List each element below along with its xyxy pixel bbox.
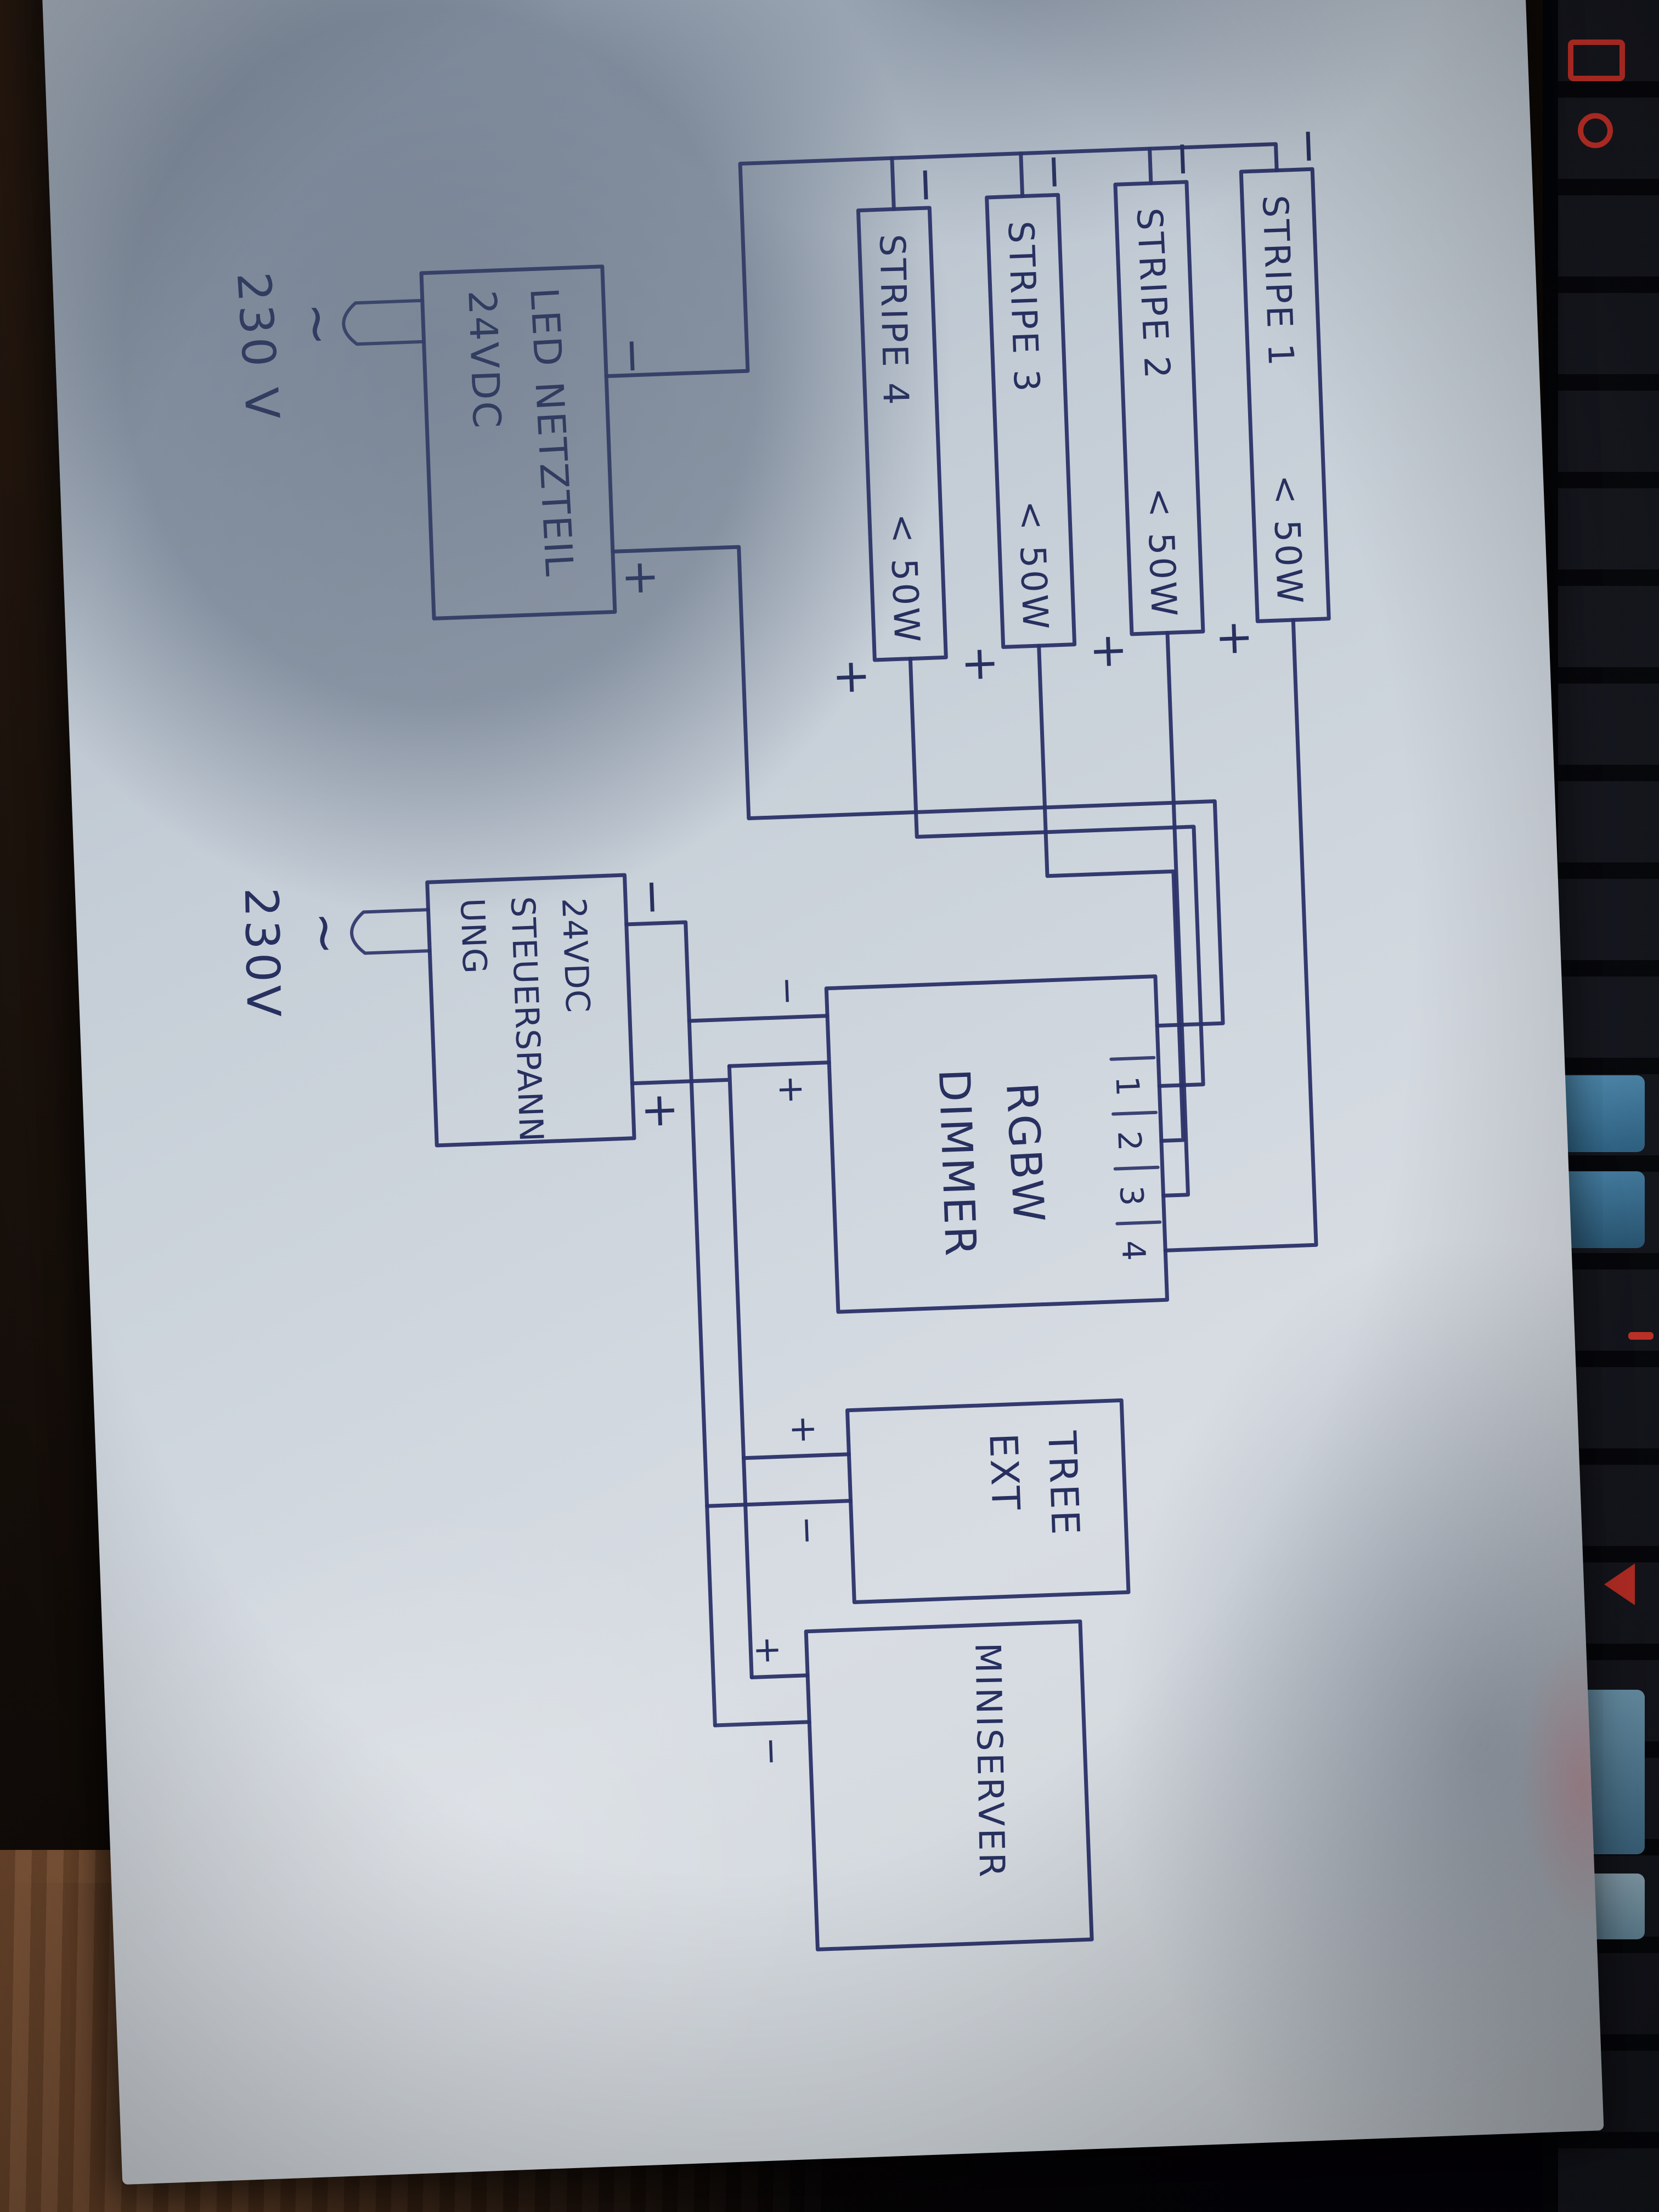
miniserver-minus-label: − <box>751 1736 792 1767</box>
stripe-2-minus-stub-wire <box>1148 146 1153 185</box>
wiring-diagram-svg: LED NETZTEIL 24VDC − + ~ 230 V 24VDC STE… <box>227 126 1338 1951</box>
dimmer-channel-2-label: 2 <box>1110 1130 1148 1152</box>
stripe-3-minus-label: − <box>1028 151 1084 192</box>
dimmer-plus-tap-wire <box>727 1060 831 1068</box>
control-minus-rail-wire <box>624 920 717 1728</box>
stripe-4-plus-label: + <box>825 657 881 698</box>
ctrl-psu-label-line3: UNG <box>453 898 494 975</box>
stripe-1-name: STRIPE 1 <box>1254 194 1301 369</box>
stripe-2-plus-label: + <box>1082 631 1138 672</box>
led-psu-plus-terminal-label: + <box>614 558 669 599</box>
miniserver-box <box>804 1619 1094 1951</box>
stripe-4-minus-stub-wire <box>890 156 896 211</box>
miniserver-label: MINISERVER <box>967 1642 1012 1880</box>
ctrl-psu-plus-terminal-label: + <box>634 1091 689 1131</box>
stripe-4-name: STRIPE 4 <box>871 234 916 408</box>
dimmer-channel-4-label: 4 <box>1115 1240 1153 1261</box>
dimmer-ctrl-minus-label: − <box>766 975 808 1006</box>
ctrl-psu-label-line2: STEUERSPANN <box>503 896 550 1143</box>
dimmer-channel-1-label: 1 <box>1109 1075 1147 1097</box>
dimmer-label-line2: DIMMER <box>929 1068 985 1259</box>
led-psu-minus-terminal-label: − <box>606 336 662 376</box>
miniserver-plus-tap-wire <box>749 1673 810 1679</box>
stripe-2-power: < 50W <box>1138 487 1184 619</box>
tree-ext-box <box>845 1398 1131 1605</box>
ctrl-psu-label-line1: 24VDC <box>554 897 597 1014</box>
red-key-legend <box>1568 40 1625 81</box>
led-psu-label-line2: 24VDC <box>459 289 509 431</box>
stripe-3-channel-wire <box>1037 644 1186 1143</box>
stripe-2-minus-label: − <box>1156 139 1212 179</box>
stripe-3-plus-label: + <box>954 644 1009 685</box>
control-plus-rail-wire <box>630 1064 754 1679</box>
blue-keycap <box>1558 1171 1645 1248</box>
ctrl-psu-minus-terminal-label: − <box>626 877 681 917</box>
tree-ext-plus-label: + <box>783 1414 825 1445</box>
miniserver-plus-label: + <box>747 1635 788 1666</box>
stripe-4-minus-label: − <box>899 165 955 205</box>
ctrl-psu-mains-voltage: 230V <box>234 887 291 1021</box>
tree-ext-plus-tap-wire <box>742 1452 851 1460</box>
stripe-3-name: STRIPE 3 <box>1000 220 1046 394</box>
ctrl-mains-leads <box>350 908 432 955</box>
stripe-3-minus-stub-wire <box>1019 151 1025 199</box>
led-psu-mains-voltage: 230 V <box>227 270 290 424</box>
stripe-2-name: STRIPE 2 <box>1128 207 1177 381</box>
tree-ext-minus-label: − <box>787 1515 828 1545</box>
red-key-legend <box>1578 113 1613 148</box>
psu-mains-leads <box>342 298 426 346</box>
stripe-1-plus-label: + <box>1208 618 1263 659</box>
dimmer-label-line1: RGBW <box>996 1081 1053 1226</box>
ctrl-psu-ac-symbol: ~ <box>294 910 357 956</box>
stripe-1-power: < 50W <box>1265 474 1310 606</box>
tree-ext-label-line1: TREE <box>1039 1430 1088 1537</box>
paper-sheet: LED NETZTEIL 24VDC − + ~ 230 V 24VDC STE… <box>41 0 1604 2185</box>
wiring-diagram: LED NETZTEIL 24VDC − + ~ 230 V 24VDC STE… <box>46 2 1600 2085</box>
tree-ext-minus-tap-wire <box>705 1499 853 1508</box>
dimmer-minus-tap-wire <box>687 1014 830 1023</box>
led-psu-label-line1: LED NETZTEIL <box>521 286 582 579</box>
red-arrow-key-icon <box>1604 1564 1635 1605</box>
stripe-4-power: < 50W <box>882 513 927 645</box>
miniserver-minus-tap-wire <box>713 1720 811 1728</box>
stripe-1-minus-label: − <box>1282 126 1338 166</box>
tree-ext-label-line2: EXT <box>980 1432 1028 1513</box>
stripe-3-power: < 50W <box>1010 500 1056 632</box>
red-key-legend <box>1628 1332 1654 1340</box>
led-psu-box <box>419 264 617 620</box>
dimmer-channel-3-label: 3 <box>1113 1185 1150 1206</box>
dimmer-ctrl-plus-label: + <box>770 1074 812 1105</box>
led-psu-ac-symbol: ~ <box>286 301 349 347</box>
blue-keycap <box>1558 1075 1645 1152</box>
